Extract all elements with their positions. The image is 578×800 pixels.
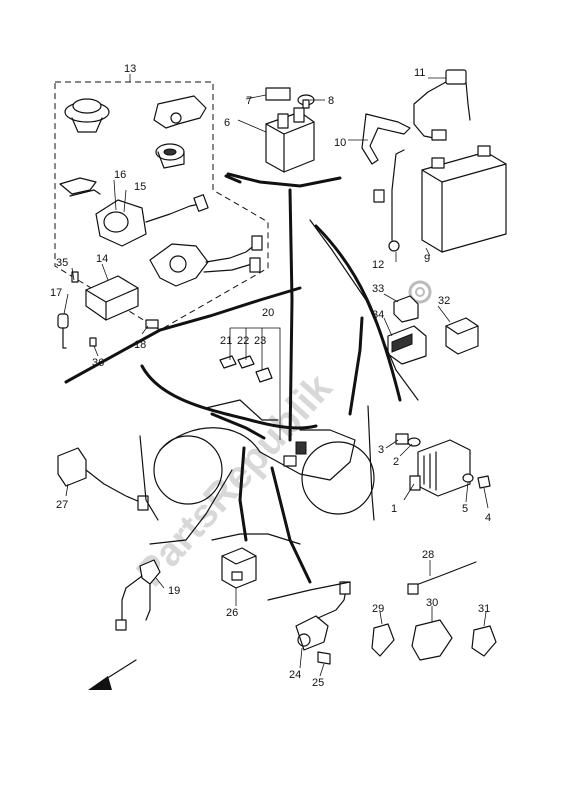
fuse-8[interactable] <box>297 94 315 109</box>
gear-logo-icon <box>408 280 432 304</box>
flasher-relay-32[interactable] <box>445 317 479 355</box>
battery-band-10[interactable] <box>361 113 411 165</box>
bolt-3[interactable] <box>395 433 409 445</box>
callout-1: 1 <box>391 503 397 515</box>
callout-29: 29 <box>372 603 384 615</box>
callout-14: 14 <box>96 253 108 265</box>
sensor-19[interactable] <box>115 559 161 631</box>
callout-25: 25 <box>312 677 324 689</box>
callout-17: 17 <box>50 287 62 299</box>
callout-35: 35 <box>56 257 68 269</box>
callout-36: 36 <box>92 357 104 369</box>
cable-tie-28[interactable] <box>407 561 477 595</box>
callout-2: 2 <box>393 456 399 468</box>
rectifier-regulator[interactable] <box>409 439 471 497</box>
relay-33[interactable] <box>393 295 419 323</box>
main-harness[interactable] <box>140 188 402 584</box>
battery[interactable] <box>421 145 507 253</box>
callout-16: 16 <box>114 169 126 181</box>
callout-23: 23 <box>254 335 266 347</box>
key-17[interactable] <box>57 313 69 349</box>
callout-21: 21 <box>220 335 232 347</box>
bolt-36[interactable] <box>89 337 97 347</box>
callout-20: 20 <box>262 307 274 319</box>
callout-28: 28 <box>422 549 434 561</box>
screw-35[interactable] <box>71 271 79 283</box>
callout-labels: 1 2 3 4 5 6 7 8 9 10 11 12 13 14 15 16 1… <box>50 63 491 689</box>
callout-24: 24 <box>289 669 301 681</box>
clip-21[interactable] <box>219 355 237 369</box>
callout-33: 33 <box>372 283 384 295</box>
nut-4[interactable] <box>477 475 491 489</box>
cdi-unit[interactable] <box>85 275 139 321</box>
callout-6: 6 <box>224 117 230 129</box>
battery-lead-11[interactable] <box>413 69 471 141</box>
switch-cover[interactable] <box>153 95 207 129</box>
washer-2[interactable] <box>407 437 421 447</box>
ignition-coil[interactable] <box>57 447 149 511</box>
ground-lead-12[interactable] <box>373 149 405 252</box>
callout-7: 7 <box>246 95 252 107</box>
switch-24[interactable] <box>295 581 351 651</box>
callout-15: 15 <box>134 181 146 193</box>
callout-19: 19 <box>168 585 180 597</box>
clamp-31[interactable] <box>471 625 497 657</box>
leader-lines <box>63 74 489 677</box>
main-switch-cap[interactable] <box>64 98 110 133</box>
callout-8: 8 <box>328 95 334 107</box>
main-switch[interactable] <box>95 194 209 247</box>
callout-31: 31 <box>478 603 490 615</box>
fuse-7[interactable] <box>265 87 291 101</box>
starter-relay[interactable] <box>265 107 315 173</box>
bolt-25[interactable] <box>317 651 331 665</box>
callout-26: 26 <box>226 607 238 619</box>
callout-10: 10 <box>334 137 346 149</box>
callout-5: 5 <box>462 503 468 515</box>
callout-27: 27 <box>56 499 68 511</box>
section-dividers <box>64 174 419 601</box>
callout-11: 11 <box>414 67 425 79</box>
callout-22: 22 <box>237 335 249 347</box>
callout-18: 18 <box>134 339 146 351</box>
direction-arrow-icon <box>88 659 137 690</box>
clip-23[interactable] <box>255 367 273 383</box>
relay-34[interactable] <box>387 325 427 365</box>
connector-center[interactable] <box>283 441 307 467</box>
steering-lock[interactable] <box>149 235 263 287</box>
callout-30: 30 <box>426 597 438 609</box>
callout-4: 4 <box>485 512 491 524</box>
frame-outline <box>153 399 375 515</box>
bolt-18[interactable] <box>145 319 159 329</box>
lock-cylinder[interactable] <box>155 143 185 169</box>
washer-5[interactable] <box>462 473 474 483</box>
callout-34: 34 <box>372 309 384 321</box>
clamp-30[interactable] <box>411 619 453 661</box>
callout-3: 3 <box>378 444 384 456</box>
callout-9: 9 <box>424 253 430 265</box>
callout-32: 32 <box>438 295 450 307</box>
callout-12: 12 <box>372 259 384 271</box>
callout-13: 13 <box>124 63 136 75</box>
control-unit-26[interactable] <box>221 547 257 589</box>
clamp-29[interactable] <box>371 623 395 657</box>
key-set[interactable] <box>59 177 101 197</box>
relay-harness-line <box>226 172 342 188</box>
